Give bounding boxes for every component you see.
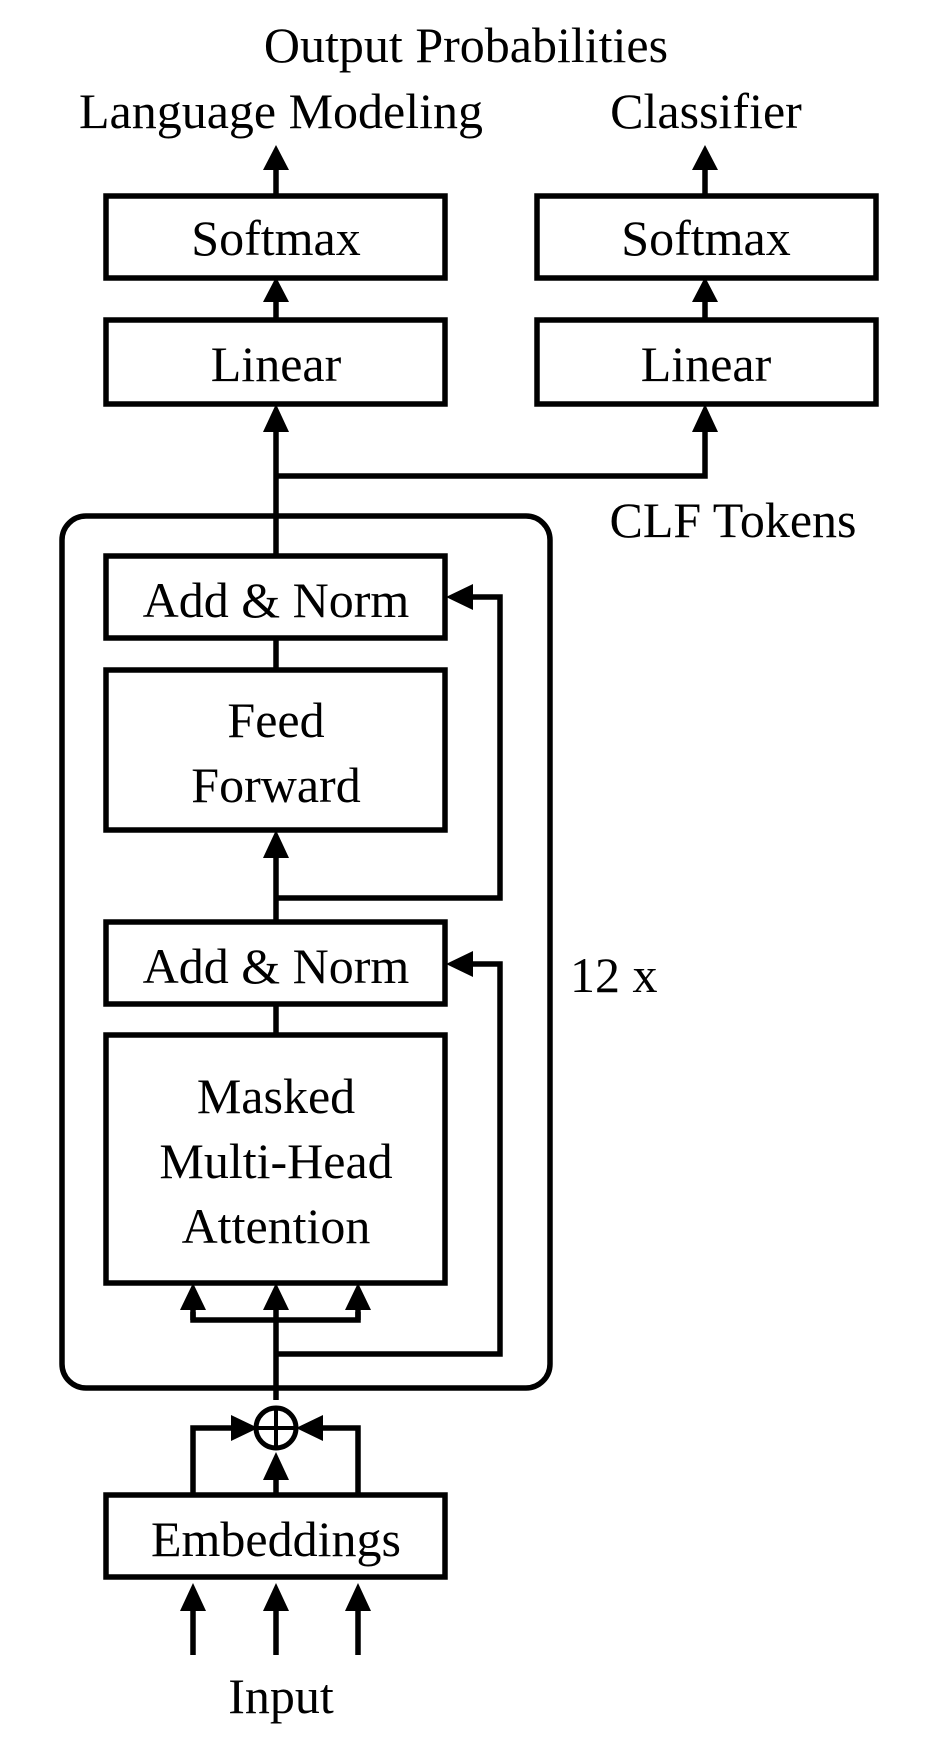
ff-input-arrowhead [263, 830, 289, 858]
classifier-label: Classifier [610, 83, 802, 139]
clf-softmax-box [534, 193, 879, 281]
connectors [190, 168, 708, 1655]
attention-residual-line [276, 961, 503, 1357]
lm-softmax-label: Softmax [191, 210, 360, 266]
clf-linear-arrowhead [692, 404, 718, 432]
input-label: Input [228, 1668, 334, 1724]
feed-forward-line-1: Feed [227, 692, 324, 748]
clf-softmax-label: Softmax [621, 210, 790, 266]
repeat-label: 12 x [570, 947, 658, 1003]
labels: Output Probabilities Language Modeling C… [79, 17, 857, 1724]
clf-linear-box [534, 317, 879, 407]
language-modeling-label: Language Modeling [79, 83, 483, 139]
sum-right-arrowhead [296, 1415, 323, 1441]
clf-tokens-label: CLF Tokens [610, 492, 857, 548]
lm-linear-box [103, 317, 448, 407]
clf-tokens-branch [276, 432, 708, 479]
lm-softmax-box [103, 193, 448, 281]
lm-linear-label: Linear [211, 336, 342, 392]
clf-output-arrowhead [692, 145, 718, 170]
sum-node [253, 1405, 299, 1451]
lm-linear-arrowhead [263, 404, 289, 432]
lm-softmax-arrowhead [263, 277, 289, 302]
clf-linear-label: Linear [641, 336, 772, 392]
output-heading: Output Probabilities [264, 17, 668, 73]
embeddings-label: Embeddings [151, 1511, 401, 1567]
input-arrowhead-2 [263, 1583, 289, 1611]
feed-forward-box [103, 667, 448, 833]
add-norm-top-box [103, 553, 448, 641]
attention-line-3: Attention [182, 1198, 371, 1254]
transformer-block-frame [59, 513, 553, 1391]
attention-residual-arrowhead [446, 951, 473, 977]
position-right-line [316, 1425, 361, 1495]
add-norm-top-label: Add & Norm [143, 572, 410, 628]
position-left-line [190, 1425, 238, 1495]
attention-line-2: Multi-Head [159, 1133, 392, 1189]
clf-softmax-arrowhead [692, 277, 718, 302]
ff-residual-arrowhead [446, 584, 473, 610]
input-arrowhead-3 [345, 1583, 371, 1611]
attention-k-arrowhead [263, 1283, 289, 1310]
sum-center-arrowhead [263, 1452, 289, 1480]
sum-left-arrowhead [231, 1415, 258, 1441]
attention-q-arrowhead [180, 1283, 206, 1310]
input-arrowhead-1 [180, 1583, 206, 1611]
attention-v-arrowhead [345, 1283, 371, 1310]
attention-box [103, 1032, 448, 1286]
ff-residual-line [276, 594, 503, 901]
embeddings-box [103, 1492, 448, 1580]
add-norm-bottom-box [103, 919, 448, 1007]
feed-forward-line-2: Forward [191, 757, 360, 813]
lm-output-arrowhead [263, 145, 289, 170]
attention-line-1: Masked [197, 1068, 355, 1124]
arrowheads [180, 145, 718, 1611]
add-norm-bottom-label: Add & Norm [143, 938, 410, 994]
